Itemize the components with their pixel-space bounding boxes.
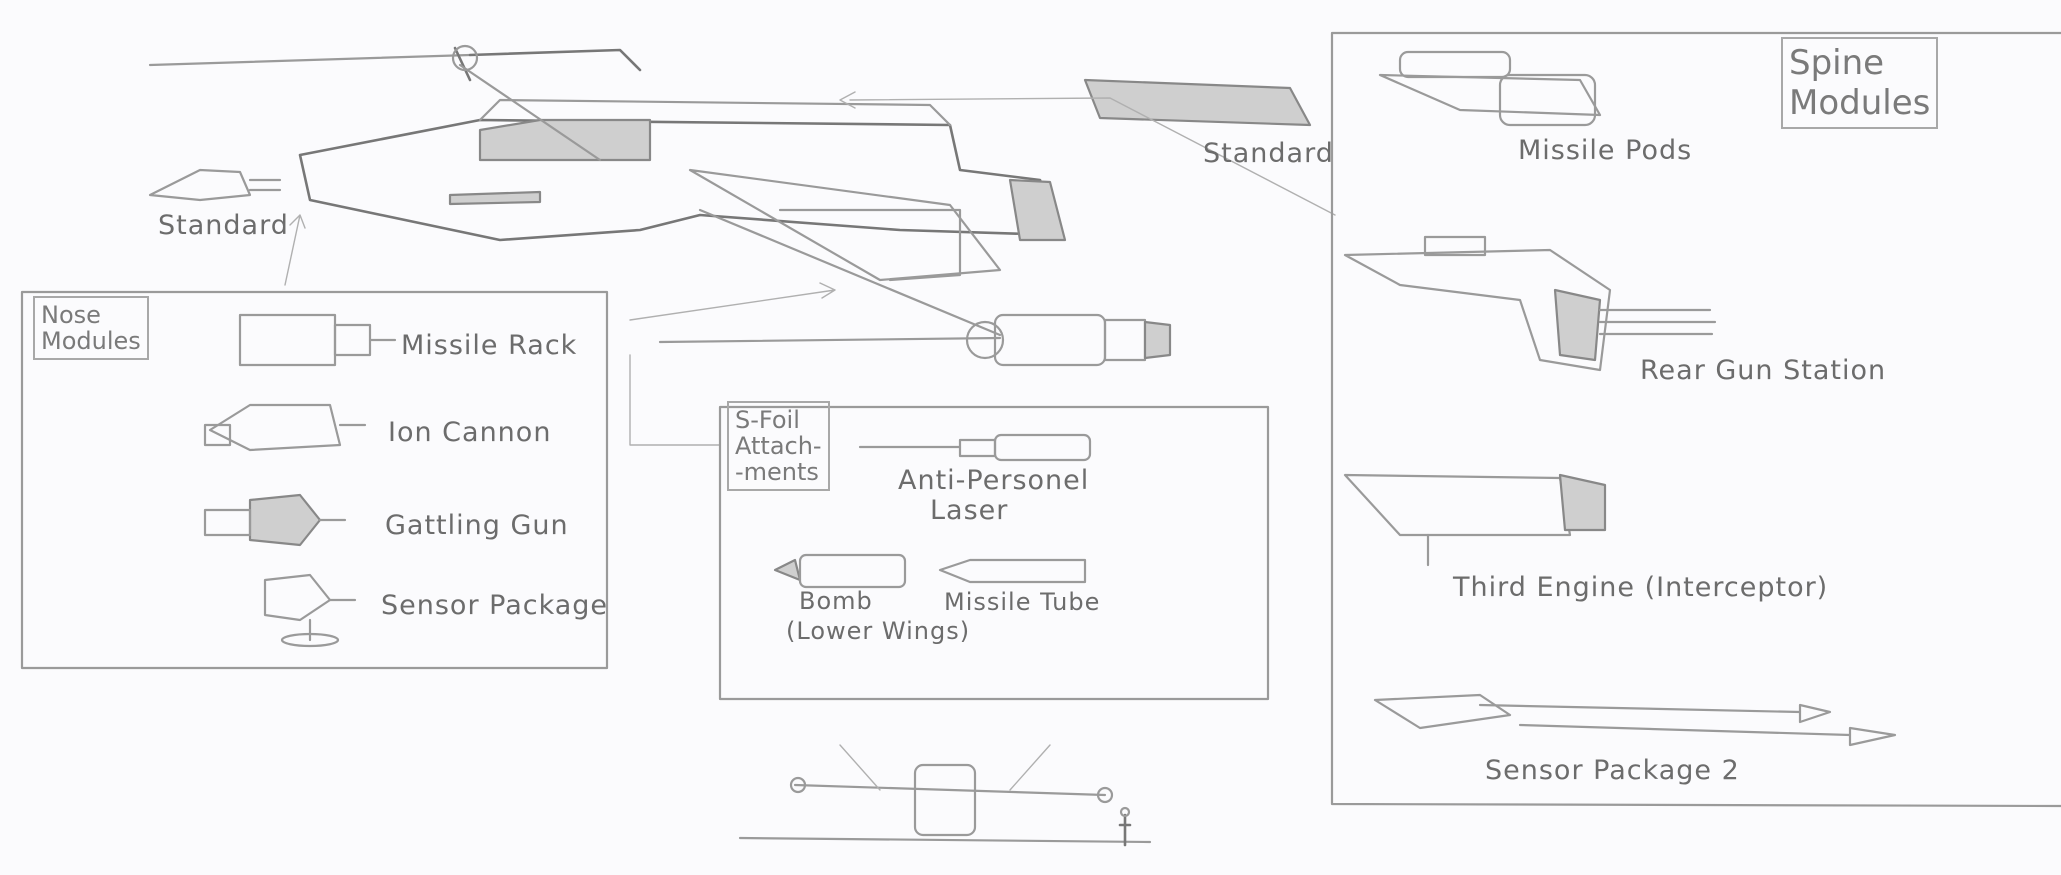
spine-module-label: Missile Pods [1518,135,1693,166]
nose-modules-title-line: Modules [41,327,141,355]
starfighter-drawing [148,44,1336,446]
sfoil-box [718,405,1270,701]
spine-module-label: Rear Gun Station [1640,355,1887,386]
nose-standard-label: Standard [158,210,289,241]
bomb-label: Bomb [799,587,873,615]
sfoil-drawings [773,433,1092,589]
spine-modules-title-line: Modules [1789,83,1931,123]
sfoil-title-line: Attach- [735,432,822,460]
spine-standard-label: Standard [1203,138,1334,169]
missile-tube-label: Missile Tube [944,588,1101,616]
anti-personel-label-line2: Laser [930,495,1009,526]
nose-module-drawings [203,313,397,648]
nose-modules-title-line: Nose [41,301,101,329]
spine-modules-title: Spine Modules [1781,37,1939,129]
spine-module-label: Third Engine (Interceptor) [1453,572,1829,603]
nose-modules-box [20,290,609,670]
spine-module-drawings [1343,50,1897,747]
nose-module-label: Ion Cannon [388,417,552,448]
nose-module-label: Sensor Package [381,590,609,621]
spine-module-label: Sensor Package 2 [1485,755,1740,786]
spine-modules-box [1330,31,2061,808]
sfoil-title-line: -ments [735,458,819,486]
spine-modules-title-line: Spine [1789,43,1885,83]
sfoil-title-line: S-Foil [735,406,800,434]
front-view-drawing [738,744,1152,847]
bomb-label-line2: (Lower Wings) [786,617,971,645]
sfoil-title: S-Foil Attach- -ments [727,401,830,491]
nose-module-label: Missile Rack [401,330,578,361]
nose-modules-title: Nose Modules [33,296,149,360]
nose-module-label: Gattling Gun [385,510,569,541]
anti-personel-label: Anti-Personel [898,465,1090,496]
